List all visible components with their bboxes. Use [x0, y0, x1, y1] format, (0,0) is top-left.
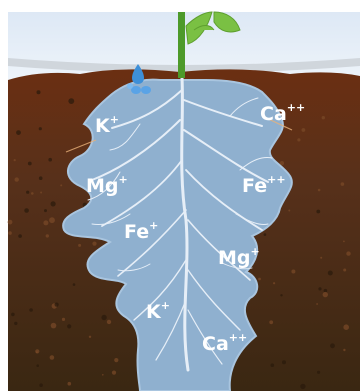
plant-stem — [178, 12, 185, 78]
